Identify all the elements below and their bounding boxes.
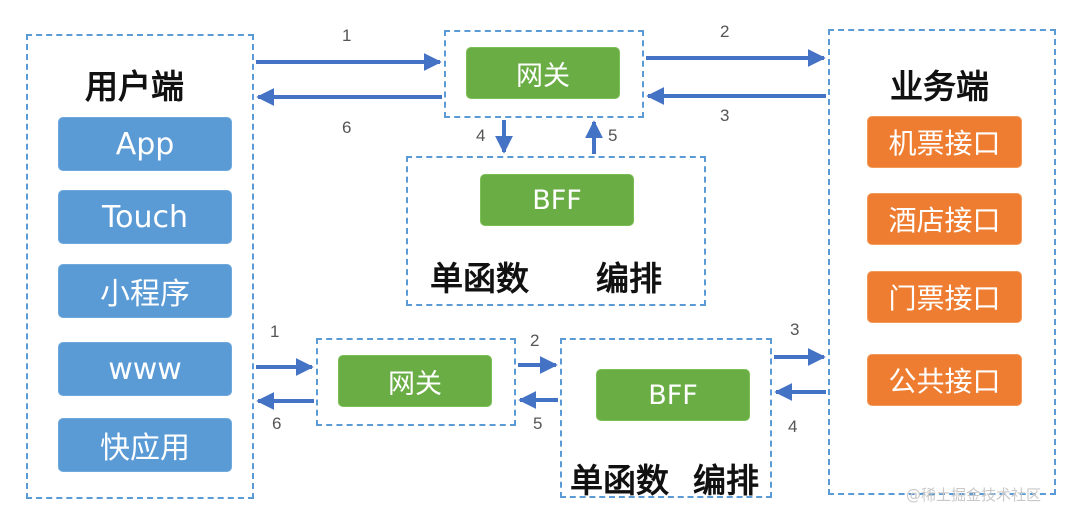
business-side-panel [828, 29, 1056, 495]
top-step-1: 1 [342, 26, 352, 45]
top-orchestration-label: 编排 [596, 259, 662, 298]
business-side-title: 业务端 [890, 67, 989, 106]
user-item-app: App [58, 117, 232, 171]
business-item-flight-api: 机票接口 [867, 116, 1022, 168]
top-gateway-box [444, 30, 644, 118]
business-item-ticket-api: 门票接口 [867, 271, 1022, 323]
bottom-single-function-label: 单函数 [570, 461, 669, 500]
user-item-touch: Touch [58, 190, 232, 244]
top-step-2: 2 [720, 22, 730, 41]
user-item-quick-app: 快应用 [58, 418, 232, 472]
top-single-function-label: 单函数 [430, 259, 529, 298]
watermark-text: @稀土掘金技术社区 [906, 486, 1042, 504]
bottom-step-3: 3 [790, 320, 800, 339]
bottom-step-6: 6 [272, 414, 282, 433]
top-step-5: 5 [608, 126, 618, 145]
user-side-title: 用户端 [85, 67, 184, 106]
bottom-step-2: 2 [530, 331, 540, 350]
bottom-step-4: 4 [788, 417, 798, 436]
top-step-3: 3 [720, 106, 730, 125]
bottom-bff-box [560, 338, 772, 498]
bottom-bff-node: BFF [596, 369, 750, 421]
bottom-step-1: 1 [270, 322, 280, 341]
user-side-panel [26, 34, 254, 499]
top-step-4: 4 [476, 126, 486, 145]
business-item-public-api: 公共接口 [867, 354, 1022, 406]
bottom-step-5: 5 [533, 414, 543, 433]
user-item-www: www [58, 342, 232, 396]
top-bff-node: BFF [480, 174, 634, 226]
top-gateway-node: 网关 [466, 47, 620, 99]
top-step-6: 6 [342, 118, 352, 137]
bottom-orchestration-label: 编排 [693, 461, 759, 500]
bottom-gateway-box [316, 338, 516, 426]
bottom-gateway-node: 网关 [338, 355, 492, 407]
top-bff-box [406, 156, 706, 306]
business-item-hotel-api: 酒店接口 [867, 193, 1022, 245]
user-item-mini-program: 小程序 [58, 264, 232, 318]
